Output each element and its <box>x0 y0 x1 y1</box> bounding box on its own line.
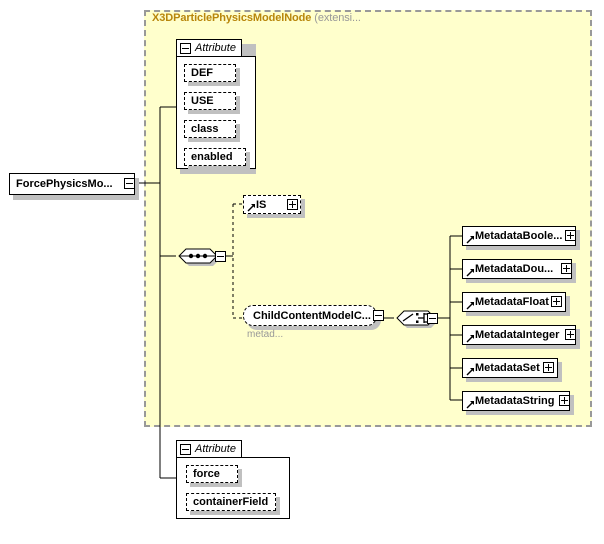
child-content-model-label: ChildContentModelC... <box>253 309 371 322</box>
attribute-item-enabled[interactable]: enabled <box>184 148 246 166</box>
plus-expander-icon[interactable] <box>565 230 576 241</box>
metadata-element-label: MetadataString <box>475 395 555 407</box>
minus-expander-icon[interactable] <box>427 313 438 324</box>
reference-arrow-icon <box>466 302 474 310</box>
metadata-element-label: MetadataFloat <box>475 296 549 308</box>
is-element-label: IS <box>256 198 267 211</box>
reference-arrow-icon <box>466 236 474 244</box>
reference-arrow-icon <box>466 368 474 376</box>
minus-expander-icon[interactable] <box>373 310 384 321</box>
metadata-element-label: MetadataSet <box>475 362 540 374</box>
attribute-panel-caption: Attribute <box>195 42 236 54</box>
metadata-element-integer[interactable]: MetadataInteger <box>462 325 576 345</box>
local-attribute-panel-caption: Attribute <box>195 443 236 455</box>
group-title: X3DParticlePhysicsModelNode (extensi... <box>152 12 361 24</box>
attribute-item-label: enabled <box>191 151 233 163</box>
reference-arrow-icon <box>466 335 474 343</box>
attribute-item-label: force <box>193 468 220 480</box>
plus-expander-icon[interactable] <box>565 329 576 340</box>
minus-expander-icon[interactable] <box>124 178 135 189</box>
group-title-text: X3DParticlePhysicsModelNode <box>152 12 312 24</box>
minus-expander-icon[interactable] <box>215 251 226 262</box>
attribute-item-class[interactable]: class <box>184 120 236 138</box>
metadata-element-label: MetadataInteger <box>475 329 560 341</box>
attribute-item-label: containerField <box>193 496 269 508</box>
reference-arrow-icon <box>466 401 474 409</box>
plus-expander-icon[interactable] <box>551 296 562 307</box>
attribute-item-label: USE <box>191 95 214 107</box>
attribute-item-force[interactable]: force <box>186 465 238 483</box>
plus-expander-icon[interactable] <box>287 199 298 210</box>
metadata-element-double[interactable]: MetadataDou... <box>462 259 572 279</box>
attribute-panel-tab[interactable]: Attribute <box>176 39 242 56</box>
metadata-element-set[interactable]: MetadataSet <box>462 358 558 378</box>
plus-expander-icon[interactable] <box>561 263 572 274</box>
attribute-item-label: DEF <box>191 67 213 79</box>
is-element-box[interactable]: IS <box>243 195 301 214</box>
root-element-box[interactable]: ForcePhysicsMo... <box>9 173 135 195</box>
metadata-element-boolean[interactable]: MetadataBoole... <box>462 226 576 246</box>
reference-arrow-icon <box>247 204 255 212</box>
group-title-suffix: (extensi... <box>314 12 361 24</box>
root-element-label: ForcePhysicsMo... <box>16 178 113 190</box>
metadata-element-label: MetadataDou... <box>475 263 554 275</box>
attribute-item-containerfield[interactable]: containerField <box>186 493 276 511</box>
plus-expander-icon[interactable] <box>559 395 570 406</box>
attribute-item-def[interactable]: DEF <box>184 64 236 82</box>
metadata-element-float[interactable]: MetadataFloat <box>462 292 566 312</box>
plus-expander-icon[interactable] <box>543 362 554 373</box>
child-content-model-box[interactable]: ChildContentModelC... <box>243 305 377 326</box>
local-attribute-panel-tab[interactable]: Attribute <box>176 440 242 457</box>
minus-expander-icon[interactable] <box>180 443 191 455</box>
sequence-compositor-icon[interactable] <box>176 245 220 268</box>
metadata-element-string[interactable]: MetadataString <box>462 391 570 411</box>
minus-expander-icon[interactable] <box>180 42 191 54</box>
child-content-model-sublabel: metad... <box>247 329 284 340</box>
reference-arrow-icon <box>466 269 474 277</box>
metadata-element-label: MetadataBoole... <box>475 230 563 242</box>
attribute-item-use[interactable]: USE <box>184 92 236 110</box>
attribute-item-label: class <box>191 123 219 135</box>
